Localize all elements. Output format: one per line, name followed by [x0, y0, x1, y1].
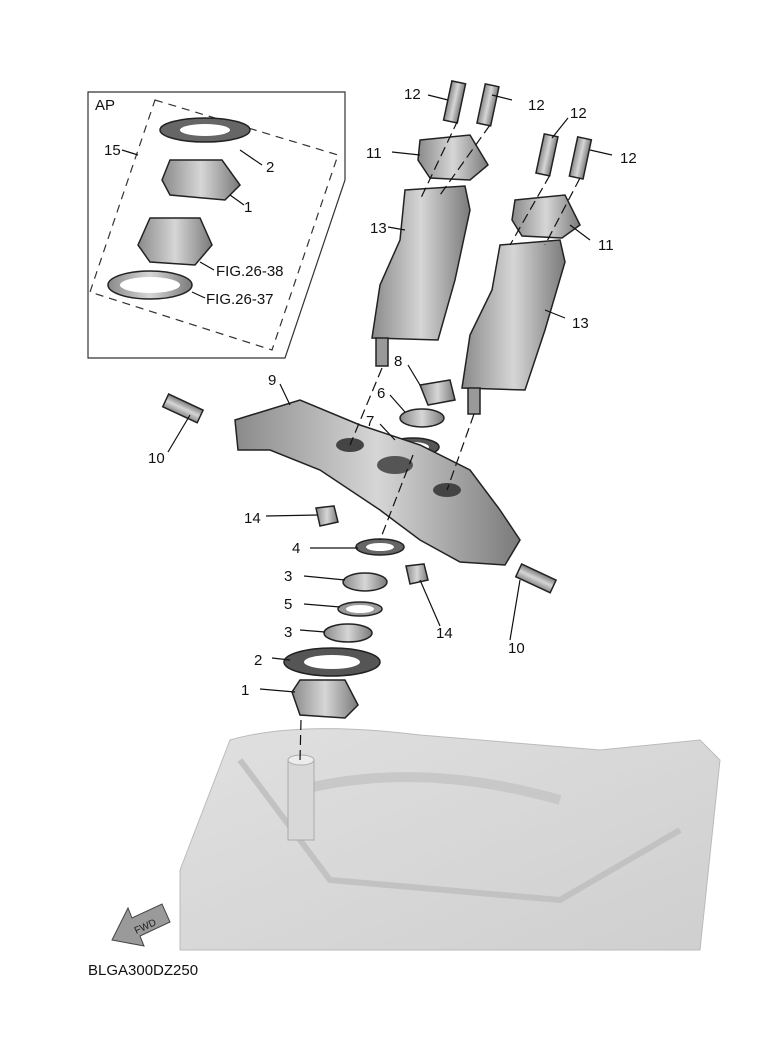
callout-6: 6: [377, 385, 385, 402]
callout-12: 12: [528, 97, 545, 114]
callout-11: 11: [598, 237, 614, 254]
callout-3: 3: [284, 624, 292, 641]
callout-14: 14: [244, 510, 261, 527]
handlebar-bolts: [442, 80, 593, 180]
inset-label-fig-26-37: FIG.26-37: [206, 291, 274, 308]
callout-13: 13: [572, 315, 589, 332]
callout-7: 7: [366, 413, 374, 430]
callout-2: 2: [254, 652, 262, 669]
bearing-1: [291, 679, 359, 719]
riser-13a: [371, 185, 471, 341]
inset-ap-box: AP 15 2 1 FIG.26-38 FIG.26-37: [87, 91, 346, 359]
handlebar-cap-11b: [511, 194, 581, 239]
inset-label-15: 15: [104, 142, 121, 159]
callout-13: 13: [370, 220, 387, 237]
callout-10: 10: [148, 450, 165, 467]
bolt-10b: [514, 563, 558, 594]
bushing-8: [418, 379, 456, 406]
upper-bracket-9: [234, 399, 521, 566]
nut-14b: [405, 563, 429, 585]
callout-12: 12: [404, 86, 421, 103]
bolt-10a: [161, 393, 205, 424]
ring-nut-3b: [323, 623, 373, 643]
nut-14a: [315, 505, 339, 527]
fwd-arrow-icon: FWD: [111, 903, 171, 947]
inset-label-fig-26-38: FIG.26-38: [216, 263, 284, 280]
diagram-code: BLGA300DZ250: [88, 962, 198, 979]
ring-nut-3a: [342, 572, 388, 592]
frame-background: [179, 728, 721, 951]
inset-label-2: 2: [266, 159, 274, 176]
bearing-icon: [137, 217, 213, 266]
callout-9: 9: [268, 372, 276, 389]
inset-label-1: 1: [244, 199, 252, 216]
callout-12: 12: [620, 150, 637, 167]
callout-14: 14: [436, 625, 453, 642]
collar-6: [399, 408, 445, 428]
inset-title: AP: [95, 97, 115, 114]
callout-4: 4: [292, 540, 300, 557]
callout-12: 12: [570, 105, 587, 122]
bearing-race-icon: [161, 159, 241, 201]
riser-13b: [461, 239, 566, 391]
callout-1: 1: [241, 682, 249, 699]
callout-3: 3: [284, 568, 292, 585]
callout-11: 11: [366, 145, 382, 162]
callout-5: 5: [284, 596, 292, 613]
callout-10: 10: [508, 640, 525, 657]
callout-8: 8: [394, 353, 402, 370]
